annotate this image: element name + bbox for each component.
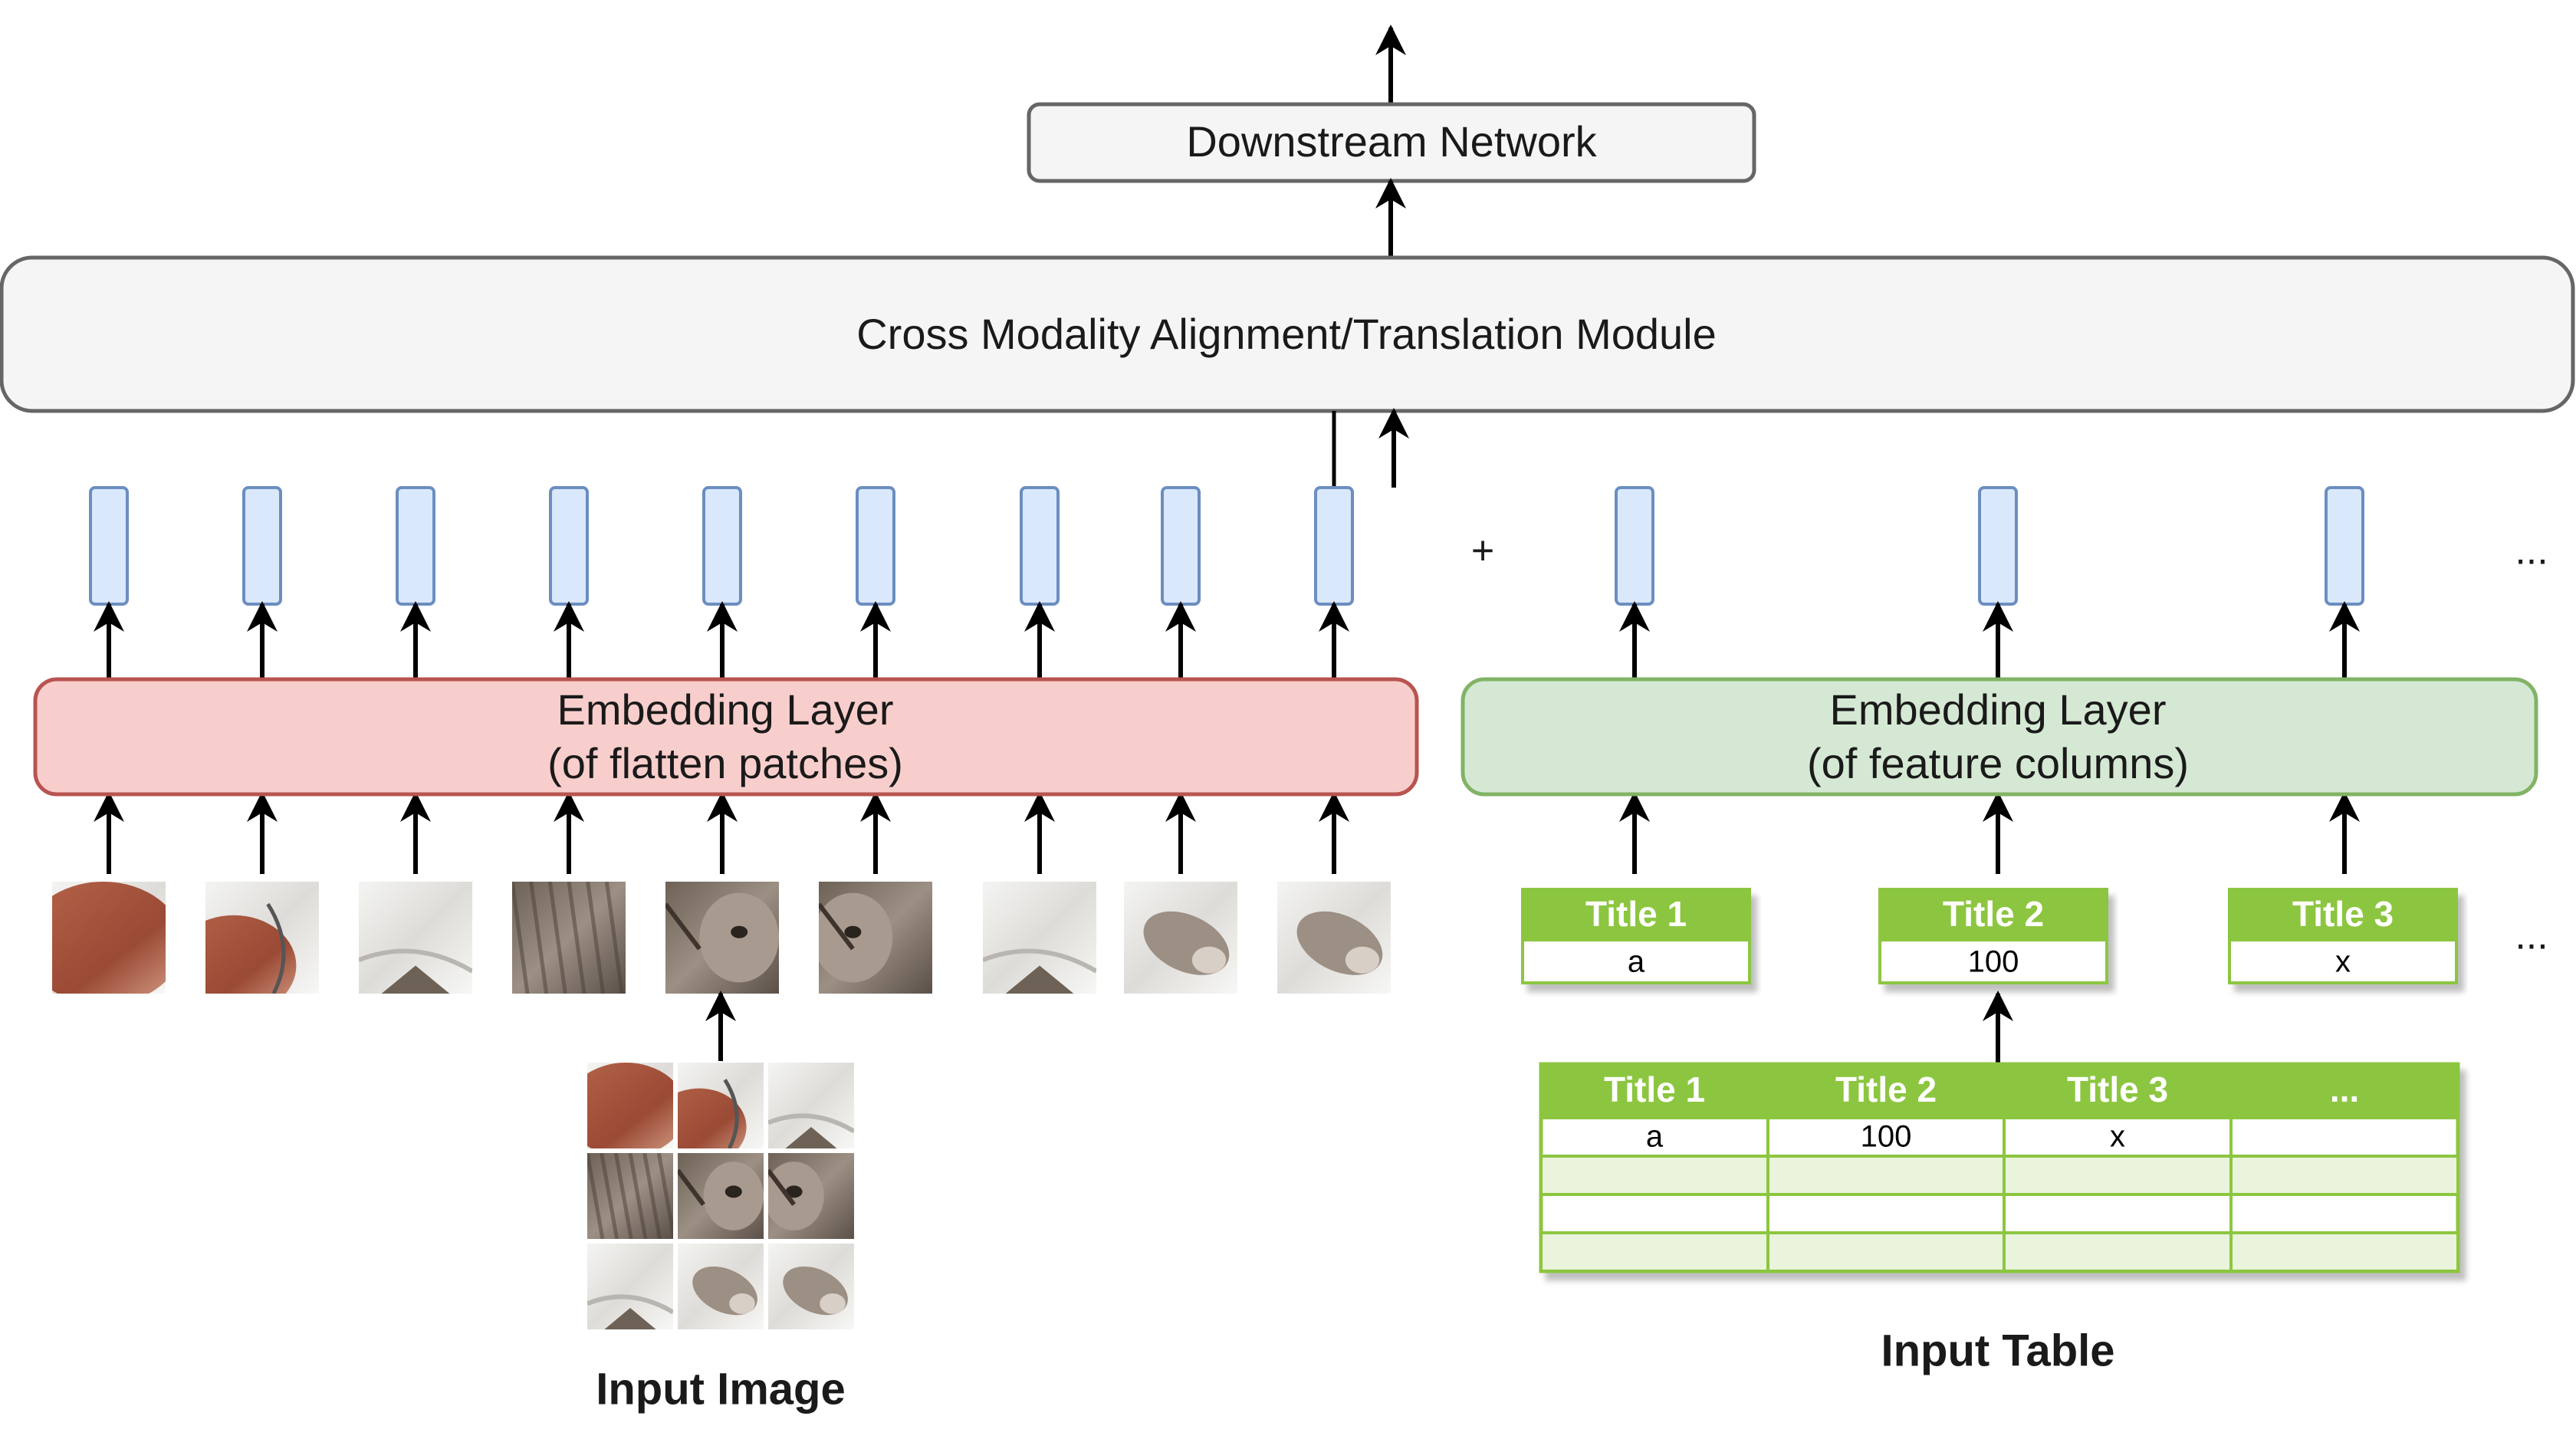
input-image-tile-icon <box>678 1063 764 1148</box>
feature-column-card-3: Title 3 x <box>2228 888 2458 984</box>
image-patch-2-icon <box>205 882 319 994</box>
image-token-2 <box>242 486 282 606</box>
table-token-3 <box>2325 486 2364 606</box>
input-image-tile-icon <box>678 1153 764 1239</box>
table-cell: x <box>2110 1120 2125 1154</box>
table-embedding-line1: Embedding Layer <box>1830 685 2167 734</box>
image-token-7 <box>1020 486 1060 606</box>
table-row <box>1541 1156 2458 1194</box>
table-token-group <box>1615 486 2364 874</box>
image-patch-row <box>52 882 1391 994</box>
ellipsis-tokens: ... <box>2515 529 2548 573</box>
image-token-5 <box>702 486 742 606</box>
input-table: Title 1 Title 2 Title 3... a 100 x <box>1539 1062 2460 1273</box>
image-embedding-line2: (of flatten patches) <box>547 739 903 787</box>
ellipsis-columns: ... <box>2515 914 2548 958</box>
image-patch-9-icon <box>1277 882 1391 994</box>
image-patch-5-icon <box>665 882 779 994</box>
image-token-4 <box>549 486 589 606</box>
feature-column-card-2: Title 2 100 <box>1878 888 2108 984</box>
feature-column-value: x <box>2335 945 2351 979</box>
image-token-3 <box>396 486 435 606</box>
table-token-2 <box>1978 486 2018 606</box>
table-embedding-line2: (of feature columns) <box>1807 739 2189 787</box>
feature-column-card-1: Title 1 a <box>1521 888 1751 984</box>
image-patch-6-icon <box>819 882 932 994</box>
input-image-caption: Input Image <box>596 1364 845 1414</box>
image-patch-4-icon <box>512 882 626 994</box>
image-patch-8-icon <box>1124 882 1237 994</box>
input-image-tile-icon <box>678 1244 764 1329</box>
table-header-cell: Title 1 <box>1604 1070 1705 1109</box>
image-token-group <box>89 486 1354 874</box>
table-header-cell: Title 3 <box>2067 1070 2168 1109</box>
image-token-9 <box>1314 486 1354 606</box>
image-embedding-line1: Embedding Layer <box>557 685 894 734</box>
table-header-cell: ... <box>2330 1070 2359 1109</box>
input-table-caption: Input Table <box>1881 1326 2114 1375</box>
feature-column-cards: Title 1 a Title 2 100 Title 3 x <box>1521 888 2458 984</box>
table-row <box>1541 1233 2458 1271</box>
table-token-1 <box>1615 486 1654 606</box>
image-token-6 <box>856 486 895 606</box>
input-image-tile-icon <box>768 1244 854 1329</box>
input-image-tile-icon <box>768 1063 854 1148</box>
feature-column-value: 100 <box>1968 945 2019 979</box>
feature-column-title: Title 1 <box>1585 894 1687 934</box>
image-patch-3-icon <box>359 882 472 994</box>
cross-modality-module-box: Cross Modality Alignment/Translation Mod… <box>0 255 2575 413</box>
input-image-tile-icon <box>587 1244 673 1329</box>
image-patch-7-icon <box>983 882 1096 994</box>
input-image-tile-icon <box>587 1153 673 1239</box>
plus-sign: + <box>1471 529 1494 573</box>
input-image-tile-icon <box>768 1153 854 1239</box>
table-header-cell: Title 2 <box>1835 1070 1937 1109</box>
image-token-1 <box>89 486 129 606</box>
downstream-network-box: Downstream Network <box>1027 102 1756 183</box>
table-embedding-layer: Embedding Layer (of feature columns) <box>1460 677 2538 797</box>
cross-modality-module-label: Cross Modality Alignment/Translation Mod… <box>856 310 1717 358</box>
feature-column-title: Title 2 <box>1943 894 2044 934</box>
input-image-grid <box>587 1063 854 1329</box>
input-image-tile-icon <box>587 1063 673 1148</box>
table-cell: 100 <box>1861 1120 1912 1154</box>
image-token-8 <box>1161 486 1201 606</box>
feature-column-value: a <box>1628 945 1645 979</box>
feature-column-title: Title 3 <box>2292 894 2394 934</box>
image-embedding-layer: Embedding Layer (of flatten patches) <box>33 677 1419 797</box>
image-patch-1-icon <box>52 882 166 994</box>
downstream-network-label: Downstream Network <box>1186 117 1597 166</box>
table-cell: a <box>1646 1120 1664 1154</box>
